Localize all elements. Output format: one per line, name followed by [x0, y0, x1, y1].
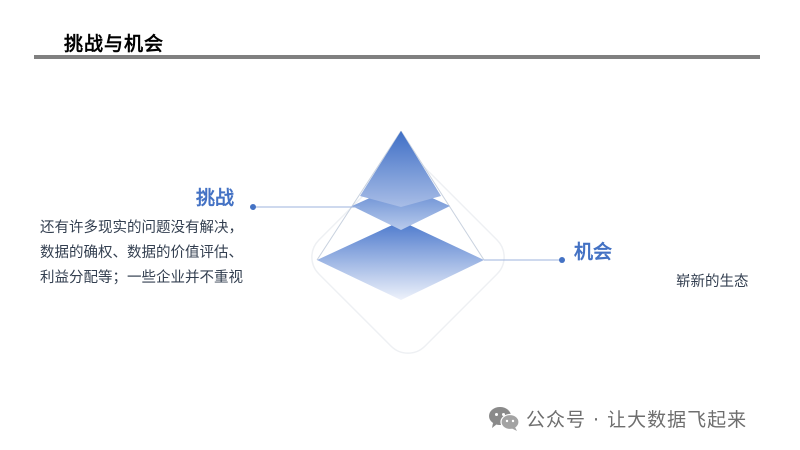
background-diamond — [311, 160, 505, 354]
opportunity-connector-dot — [559, 257, 565, 263]
pyramid-bottom-layer — [317, 221, 484, 300]
opportunity-description: 崭新的生态 — [676, 274, 749, 290]
title-divider — [34, 55, 760, 59]
pyramid-top — [360, 131, 441, 207]
pyramid-right-edge — [400, 130, 485, 261]
pyramid-left-edge — [316, 130, 402, 261]
watermark-text: 公众号 · 让大数据飞起来 — [526, 409, 748, 431]
page-title: 挑战与机会 — [64, 33, 165, 55]
watermark: 公众号 · 让大数据飞起来 — [488, 405, 747, 432]
challenge-connector-dot — [250, 204, 256, 210]
wechat-icon — [489, 406, 520, 431]
challenge-description: 还有许多现实的问题没有解决，数据的确权、数据的价值评估、利益分配等；一些企业并不… — [40, 220, 243, 286]
challenge-label: 挑战 — [196, 187, 235, 209]
opportunity-label: 机会 — [574, 241, 613, 263]
